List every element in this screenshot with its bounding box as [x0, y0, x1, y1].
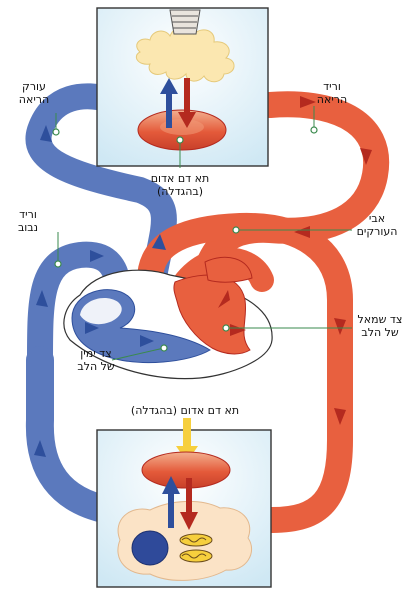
arrow-blue-up	[168, 490, 174, 528]
flow-arrow	[360, 148, 372, 165]
flow-arrow	[40, 125, 52, 142]
arrow-red-down-head	[180, 512, 198, 530]
flow-arrow	[34, 440, 46, 457]
leader-dot	[52, 128, 60, 136]
flow-arrow	[140, 335, 154, 347]
flow-arrow	[294, 226, 310, 238]
red-flow-arrows	[218, 96, 372, 425]
lung-alveoli-icon	[135, 25, 235, 83]
leader-dot	[222, 324, 230, 332]
arrow-blue-up	[166, 92, 172, 128]
flow-arrow	[218, 290, 230, 308]
flow-arrow	[85, 322, 99, 334]
tissue-panel	[96, 418, 272, 588]
flow-arrow	[152, 234, 166, 250]
arrow-red-down-head	[178, 112, 196, 128]
pulmonary-artery-vessel	[25, 83, 177, 313]
leader-dots	[52, 126, 318, 352]
flow-arrow	[300, 96, 316, 108]
arrow-blue-up-head	[160, 78, 178, 94]
label-vena-cava: וריד נבוב	[17, 208, 39, 234]
flow-arrow	[230, 324, 246, 336]
yellow-arrow-shaft	[183, 418, 191, 448]
label-pulmonary-artery: עורק הריאה	[18, 80, 50, 106]
label-pulmonary-vein: וריד הריאה	[316, 80, 348, 106]
label-left-heart: צד שמאל של הלב	[357, 313, 403, 339]
nucleus-icon	[131, 530, 169, 566]
arrow-red-down	[184, 78, 190, 114]
mitochondria-icon	[179, 533, 213, 563]
right-heart-inner	[80, 298, 122, 325]
label-aorta: אבי העורקים	[356, 212, 398, 238]
leader-dot	[176, 136, 184, 144]
flow-arrow	[90, 250, 104, 262]
left-atrium	[204, 256, 253, 283]
leader-right-heart	[111, 347, 165, 361]
flow-arrow	[36, 290, 48, 307]
aorta-vessel	[137, 212, 353, 533]
flow-arrow	[334, 408, 346, 425]
blue-flow-arrows	[34, 125, 166, 457]
vena-cava-lower-vessel	[25, 346, 122, 524]
leader-dot	[232, 226, 240, 234]
leader-dot	[310, 126, 318, 134]
arrow-blue-up-head	[162, 476, 180, 494]
leader-dot	[160, 344, 168, 352]
leader-dot	[54, 260, 62, 268]
arrow-red-down	[186, 478, 192, 516]
lung-panel	[96, 7, 269, 167]
flow-arrow	[334, 318, 346, 335]
leader-lines	[55, 106, 352, 361]
label-red-cell-bottom: תא דם אדום (בהגדלה)	[130, 404, 240, 417]
label-red-cell-top: תא דם אדום (בהגדלה)	[150, 172, 210, 198]
label-right-heart: צד ימין של הלב	[77, 347, 115, 373]
